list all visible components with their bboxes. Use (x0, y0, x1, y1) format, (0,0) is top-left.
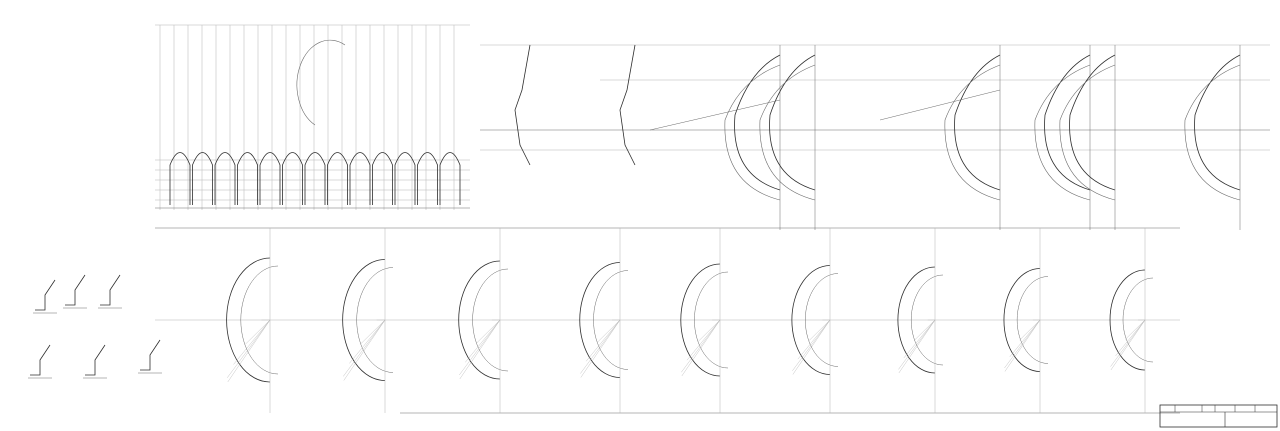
radial-line (686, 319, 721, 361)
left-detail-sketches (28, 274, 162, 379)
section-arc (472, 268, 509, 372)
section-arc (342, 259, 386, 381)
section-arc (1003, 268, 1041, 372)
section-arc (240, 265, 279, 375)
section-arc (1109, 269, 1146, 371)
profile-curve (954, 54, 1001, 191)
section-arc (805, 273, 839, 367)
profile-curve (1069, 54, 1116, 191)
radial-line (343, 319, 386, 381)
section-loop (439, 152, 461, 205)
section-arc (593, 270, 629, 370)
top-section-profiles (480, 44, 1270, 230)
section-loop (259, 152, 281, 205)
radial-line (1019, 319, 1041, 341)
radial-line (808, 319, 831, 342)
radial-line (792, 319, 831, 371)
section-arc (910, 274, 944, 366)
detail-sketch (85, 344, 106, 376)
detail-sketch (65, 274, 86, 306)
title-block (1159, 404, 1278, 428)
radial-line (1125, 319, 1146, 340)
radial-line (476, 319, 501, 344)
radial-line (343, 319, 386, 377)
top-left-grid-view (155, 24, 470, 210)
radial-line (459, 319, 501, 380)
radial-line (797, 319, 831, 360)
profile-curve (759, 64, 816, 201)
radial-line (585, 319, 621, 362)
section-arc (1016, 276, 1049, 364)
radial-line (681, 319, 721, 373)
section-loop (192, 152, 213, 205)
detail-sketch (100, 274, 121, 306)
radial-line (227, 319, 271, 378)
detail-sketch (35, 279, 56, 311)
radial-line (233, 319, 271, 365)
radial-line (898, 319, 936, 370)
profile-curve (769, 54, 816, 191)
radial-line (580, 319, 621, 378)
radial-line (580, 319, 621, 374)
radial-line (1110, 319, 1146, 367)
title-block-frame (1159, 404, 1278, 428)
section-arc (694, 271, 729, 369)
radial-line (1110, 319, 1146, 371)
detail-sketch (140, 339, 161, 371)
radial-line (1115, 319, 1146, 356)
profile-curve (1184, 64, 1241, 201)
section-loop (169, 152, 191, 205)
radial-line (597, 319, 621, 343)
radial-line (697, 319, 721, 342)
radial-line (681, 319, 721, 377)
radial-line (465, 319, 501, 363)
profile-curve (619, 44, 636, 166)
radial-line (903, 319, 936, 359)
section-arc (356, 267, 394, 373)
section-loop (237, 152, 258, 205)
radial-line (792, 319, 831, 375)
radial-line (913, 319, 936, 341)
section-arc (226, 257, 271, 383)
section-arc (897, 266, 936, 374)
profile-curve (944, 64, 1001, 201)
section-arc (791, 265, 831, 375)
profile-curve (1194, 54, 1241, 191)
section-loop (372, 152, 393, 205)
section-loop (304, 152, 326, 205)
radial-line (898, 319, 936, 374)
profile-curve (1059, 64, 1116, 201)
section-arc (458, 260, 501, 380)
profile-curve (514, 44, 531, 166)
profile-curve (724, 64, 781, 201)
radial-line (1009, 319, 1041, 358)
radial-line (360, 319, 386, 344)
detail-sketch (30, 344, 51, 376)
bottom-section-views (155, 227, 1180, 414)
section-loop (282, 152, 303, 205)
section-loop (327, 152, 348, 205)
leader-line (649, 99, 781, 131)
section-loop (214, 152, 236, 205)
section-arc (1122, 277, 1154, 363)
section-loop (349, 152, 371, 205)
bow-curve (296, 39, 346, 126)
profile-curve (1034, 64, 1091, 201)
radial-line (245, 319, 271, 345)
section-arc (579, 262, 621, 378)
profile-curve (1044, 54, 1091, 191)
section-arc (680, 263, 721, 377)
radial-line (227, 319, 271, 383)
radial-line (349, 319, 386, 364)
radial-line (1004, 319, 1041, 372)
radial-line (1004, 319, 1041, 369)
profile-curve (734, 54, 781, 191)
radial-line (459, 319, 501, 376)
section-loop (394, 152, 416, 205)
leader-line (879, 89, 1001, 121)
section-loop (417, 152, 438, 205)
